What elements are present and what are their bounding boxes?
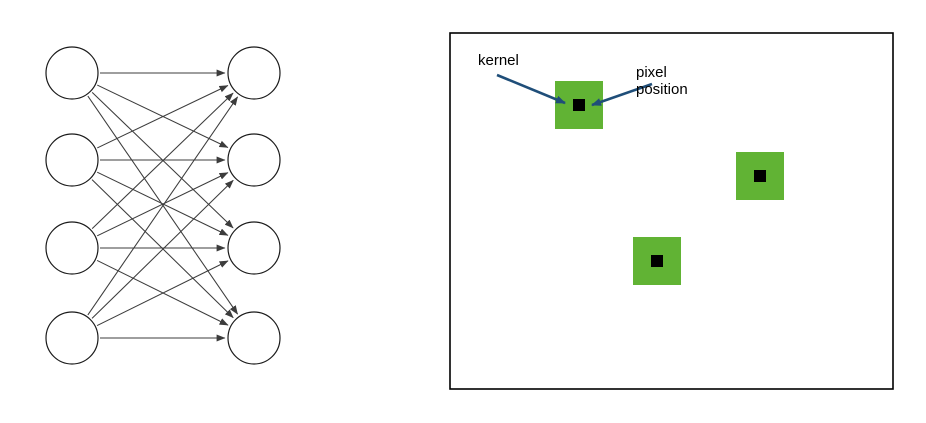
network-diagram-svg: [45, 46, 281, 365]
pixel-position-label-line: position: [636, 81, 688, 98]
network-edge: [97, 85, 229, 149]
network-edge-group: [87, 69, 239, 342]
network-output-node[interactable]: [227, 311, 281, 365]
network-edge: [91, 92, 234, 229]
network-output-node-group: [227, 46, 281, 365]
network-edge: [96, 172, 229, 237]
network-edge: [91, 179, 234, 319]
pixel-position-label-arrow-icon: [591, 82, 653, 107]
network-input-node[interactable]: [45, 133, 99, 187]
pixel-position-square: [573, 99, 585, 111]
network-edge: [96, 260, 229, 327]
network-diagram-panel: [45, 46, 281, 365]
network-input-node[interactable]: [45, 311, 99, 365]
network-output-node[interactable]: [227, 221, 281, 275]
network-edge: [87, 96, 239, 316]
pixel-position-label-line: pixel: [636, 64, 667, 81]
network-input-node-group: [45, 46, 99, 365]
diagram-frame-border: [449, 32, 894, 390]
pixel-position-square: [651, 255, 663, 267]
network-input-node[interactable]: [45, 221, 99, 275]
kernel-label: kernel: [478, 52, 566, 105]
kernel-cell[interactable]: [633, 237, 681, 285]
network-output-node[interactable]: [227, 46, 281, 100]
kernel-cell[interactable]: [736, 152, 784, 200]
pixel-position-square: [754, 170, 766, 182]
kernel-label-text: kernel: [478, 52, 519, 69]
kernel-label-arrow-icon: [496, 73, 566, 105]
network-output-node[interactable]: [227, 133, 281, 187]
network-input-node[interactable]: [45, 46, 99, 100]
kernel-label-line: kernel: [478, 52, 519, 69]
